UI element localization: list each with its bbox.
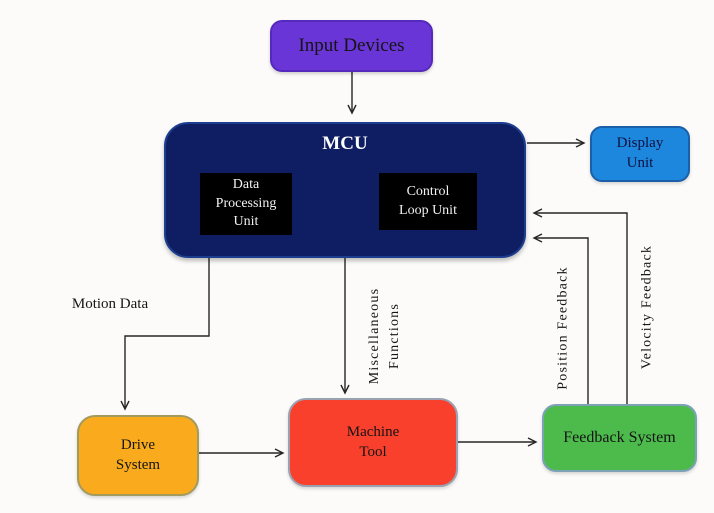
edge-label-velocity-feedback: Velocity Feedback [639,244,655,370]
node-feedback-system: Feedback System [542,404,697,472]
node-drive-system: Drive System [77,415,199,496]
node-data-processing-unit: Data Processing Unit [200,173,292,235]
node-control-loop-unit: Control Loop Unit [379,173,477,230]
node-display-unit-label: Display Unit [616,135,664,171]
node-mcu: MCU Data Processing Unit Control Loop Un… [164,122,526,258]
node-machine-tool-label: Machine Tool [346,423,400,460]
edge-label-position-feedback: Position Feedback [555,266,571,390]
node-data-processing-unit-label: Data Processing Unit [215,177,277,230]
node-machine-tool: Machine Tool [288,398,458,487]
edge-position-feedback-to-mcu [532,233,589,404]
node-mcu-label: MCU [322,133,368,154]
edge-label-miscellaneous-functions: Miscellaneous Functions [367,287,402,385]
edge-mcu-to-drive-system [120,258,210,411]
node-control-loop-unit-label: Control Loop Unit [399,184,457,218]
node-input-devices-label: Input Devices [298,35,405,57]
node-drive-system-label: Drive System [115,436,161,473]
edge-velocity-feedback-to-mcu [532,208,628,404]
node-feedback-system-label: Feedback System [563,429,676,447]
node-input-devices: Input Devices [270,20,433,72]
node-display-unit: Display Unit [590,126,690,182]
edge-label-motion-data: Motion Data [71,296,149,312]
